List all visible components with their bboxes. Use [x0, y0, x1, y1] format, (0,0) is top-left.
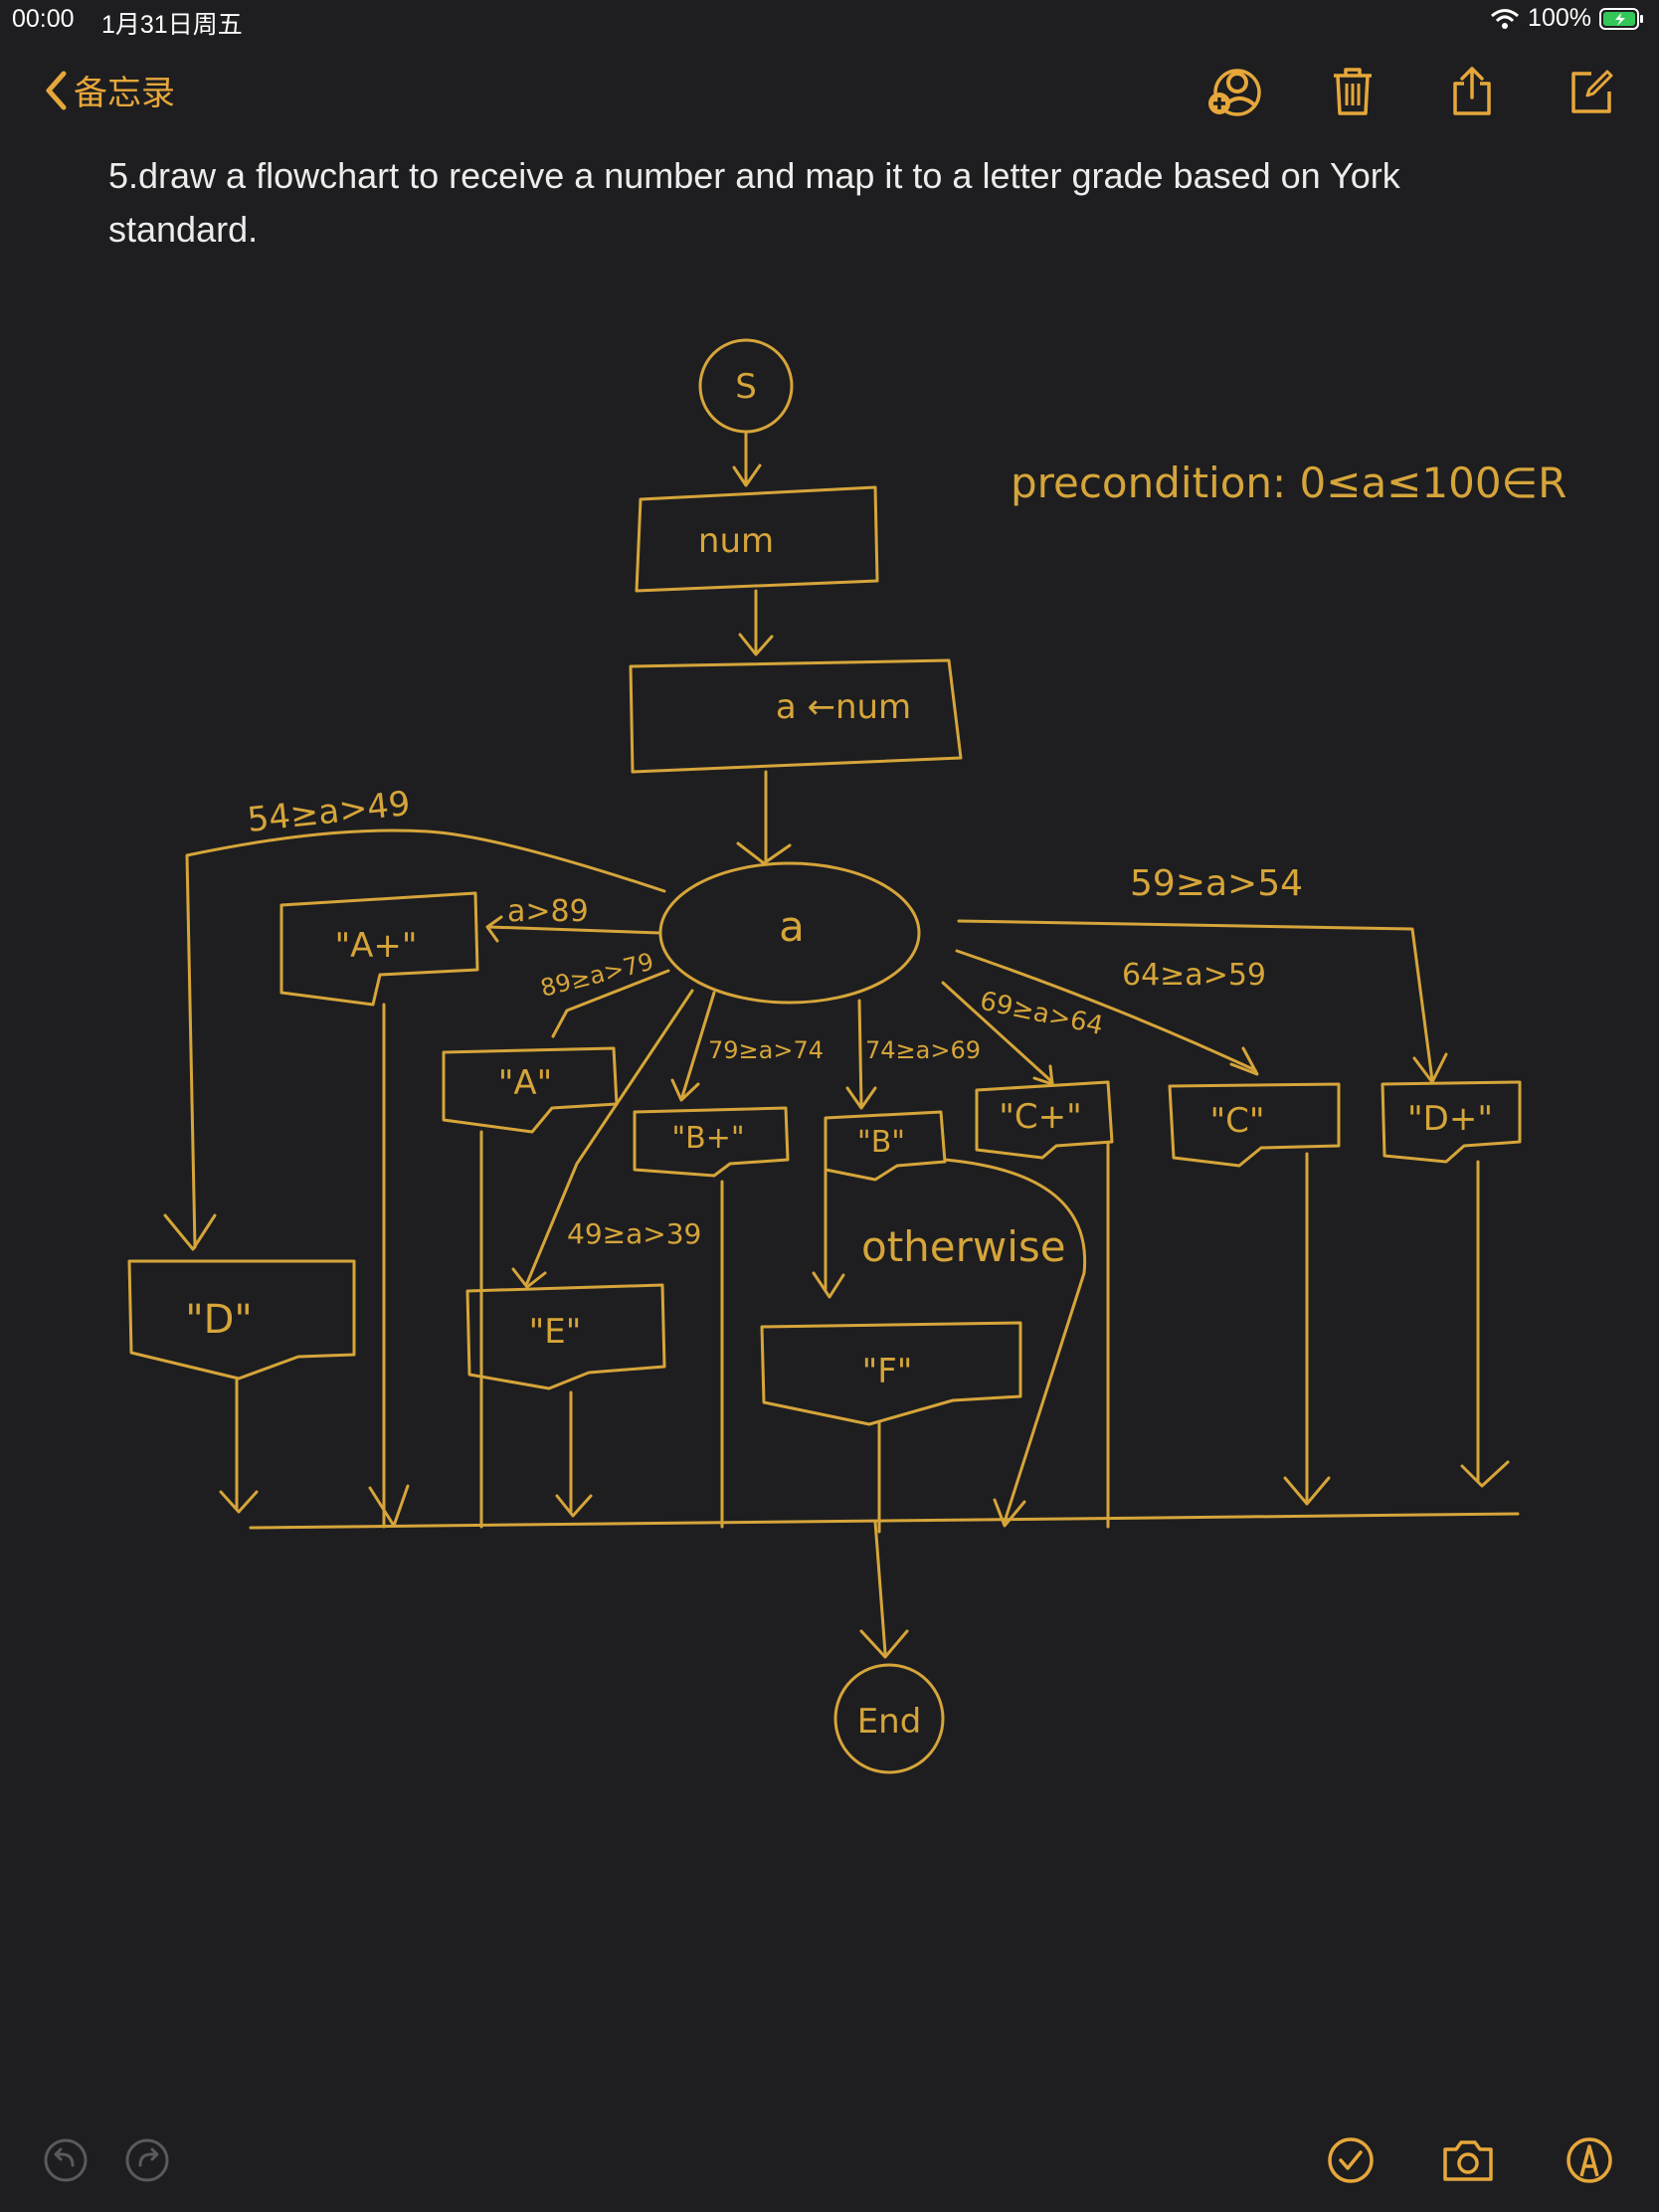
compose-icon — [1571, 70, 1613, 113]
output-box-d — [127, 1259, 356, 1381]
input-label: num — [698, 521, 774, 561]
output-c-plus: "C+" — [999, 1097, 1082, 1137]
chevron-left-icon — [46, 71, 67, 109]
output-c: "C" — [1209, 1101, 1264, 1141]
markup-icon — [1567, 2137, 1612, 2183]
decision-label: a — [779, 902, 805, 951]
down-e — [555, 1390, 593, 1518]
arrow-assign-decision — [736, 770, 792, 865]
checklist-icon — [1328, 2137, 1374, 2183]
status-bar: 00:00 1月31日周五 100% — [0, 0, 1659, 40]
cond-c-plus: 69≥a>64 — [978, 987, 1106, 1041]
collector-line — [249, 1512, 1520, 1530]
edge-d-plus — [957, 919, 1448, 1084]
end-node — [833, 1663, 945, 1774]
wifi-icon — [1491, 8, 1520, 29]
cond-a: 89≥a>79 — [538, 948, 656, 1003]
camera-button[interactable] — [1436, 2128, 1500, 2192]
bottom-toolbar — [0, 2128, 1659, 2198]
trash-icon — [1334, 68, 1372, 115]
trash-button[interactable] — [1321, 60, 1384, 123]
cond-f: otherwise — [861, 1222, 1066, 1271]
start-label: S — [735, 367, 757, 407]
output-a-plus: "A+" — [334, 926, 417, 966]
precondition-label: precondition: 0≤a≤100∈R — [1011, 459, 1567, 507]
note-title[interactable]: 5.draw a flowchart to receive a number a… — [108, 155, 1400, 250]
output-f: "F" — [862, 1352, 913, 1391]
down-d-plus — [1460, 1160, 1510, 1488]
output-box-b-plus — [633, 1106, 790, 1178]
share-icon — [1453, 67, 1491, 115]
status-right: 100% — [1490, 4, 1645, 33]
output-box-d-plus — [1381, 1080, 1522, 1164]
battery-icon — [1599, 7, 1643, 30]
status-date: 1月31日周五 — [101, 11, 243, 39]
share-button[interactable] — [1440, 60, 1504, 123]
output-d-plus: "D+" — [1407, 1099, 1493, 1139]
end-label: End — [857, 1702, 922, 1742]
arrow-start-input — [732, 430, 762, 487]
edge-a — [551, 969, 670, 1038]
output-box-c — [1168, 1082, 1341, 1168]
output-box-a-plus — [279, 891, 479, 1007]
output-b-plus: "B+" — [671, 1121, 744, 1156]
markup-button[interactable] — [1558, 2128, 1621, 2192]
arrow-input-assign — [738, 589, 774, 656]
output-box-e — [465, 1283, 666, 1390]
output-box-c-plus — [975, 1080, 1114, 1160]
output-a: "A" — [498, 1063, 553, 1103]
back-button[interactable]: 备忘录 — [44, 66, 175, 114]
battery-percent: 100% — [1528, 4, 1591, 32]
output-b: "B" — [857, 1125, 905, 1160]
cond-b-plus: 79≥a>74 — [708, 1036, 824, 1064]
edge-c-plus — [941, 981, 1054, 1086]
cond-d: 54≥a>49 — [246, 784, 413, 840]
decision-node — [658, 861, 921, 1005]
nav-bar: 备忘录 — [0, 52, 1659, 131]
compose-button[interactable] — [1560, 60, 1623, 123]
output-box-b — [824, 1110, 947, 1182]
redo-button[interactable] — [115, 2128, 179, 2192]
edge-d — [163, 829, 666, 1251]
start-node — [698, 338, 794, 434]
merge-to-end — [859, 1520, 909, 1659]
undo-button[interactable] — [34, 2128, 97, 2192]
edge-b — [845, 999, 877, 1110]
down-b — [812, 1168, 845, 1299]
add-person-icon — [1208, 69, 1261, 116]
edge-otherwise-from-b — [943, 1158, 1087, 1528]
output-box-a — [442, 1046, 619, 1134]
cond-c: 64≥a>59 — [1122, 958, 1266, 993]
input-box — [635, 485, 879, 593]
assign-box — [629, 658, 963, 774]
down-c — [1283, 1152, 1331, 1506]
cond-e: 49≥a>39 — [567, 1217, 701, 1250]
cond-b: 74≥a>69 — [865, 1036, 981, 1064]
collector-arrow-down-1 — [368, 1484, 410, 1528]
undo-icon — [44, 2138, 88, 2182]
output-box-f — [760, 1321, 1022, 1426]
cond-a-plus: a>89 — [507, 894, 589, 929]
add-person-button[interactable] — [1201, 60, 1265, 123]
output-d: "D" — [185, 1297, 253, 1343]
output-e: "E" — [529, 1312, 582, 1352]
checklist-button[interactable] — [1319, 2128, 1382, 2192]
down-d — [219, 1377, 259, 1514]
edge-c — [955, 949, 1259, 1076]
edge-e — [511, 989, 694, 1289]
cond-d-plus: 59≥a>54 — [1130, 863, 1303, 904]
assign-label: a ←num — [776, 687, 911, 727]
nav-actions — [1201, 60, 1623, 123]
camera-icon — [1443, 2140, 1493, 2181]
back-label: 备忘录 — [74, 75, 175, 112]
status-time: 00:00 — [12, 5, 75, 33]
edge-b-plus — [670, 991, 716, 1102]
edge-a-plus — [485, 915, 662, 943]
redo-icon — [125, 2138, 169, 2182]
